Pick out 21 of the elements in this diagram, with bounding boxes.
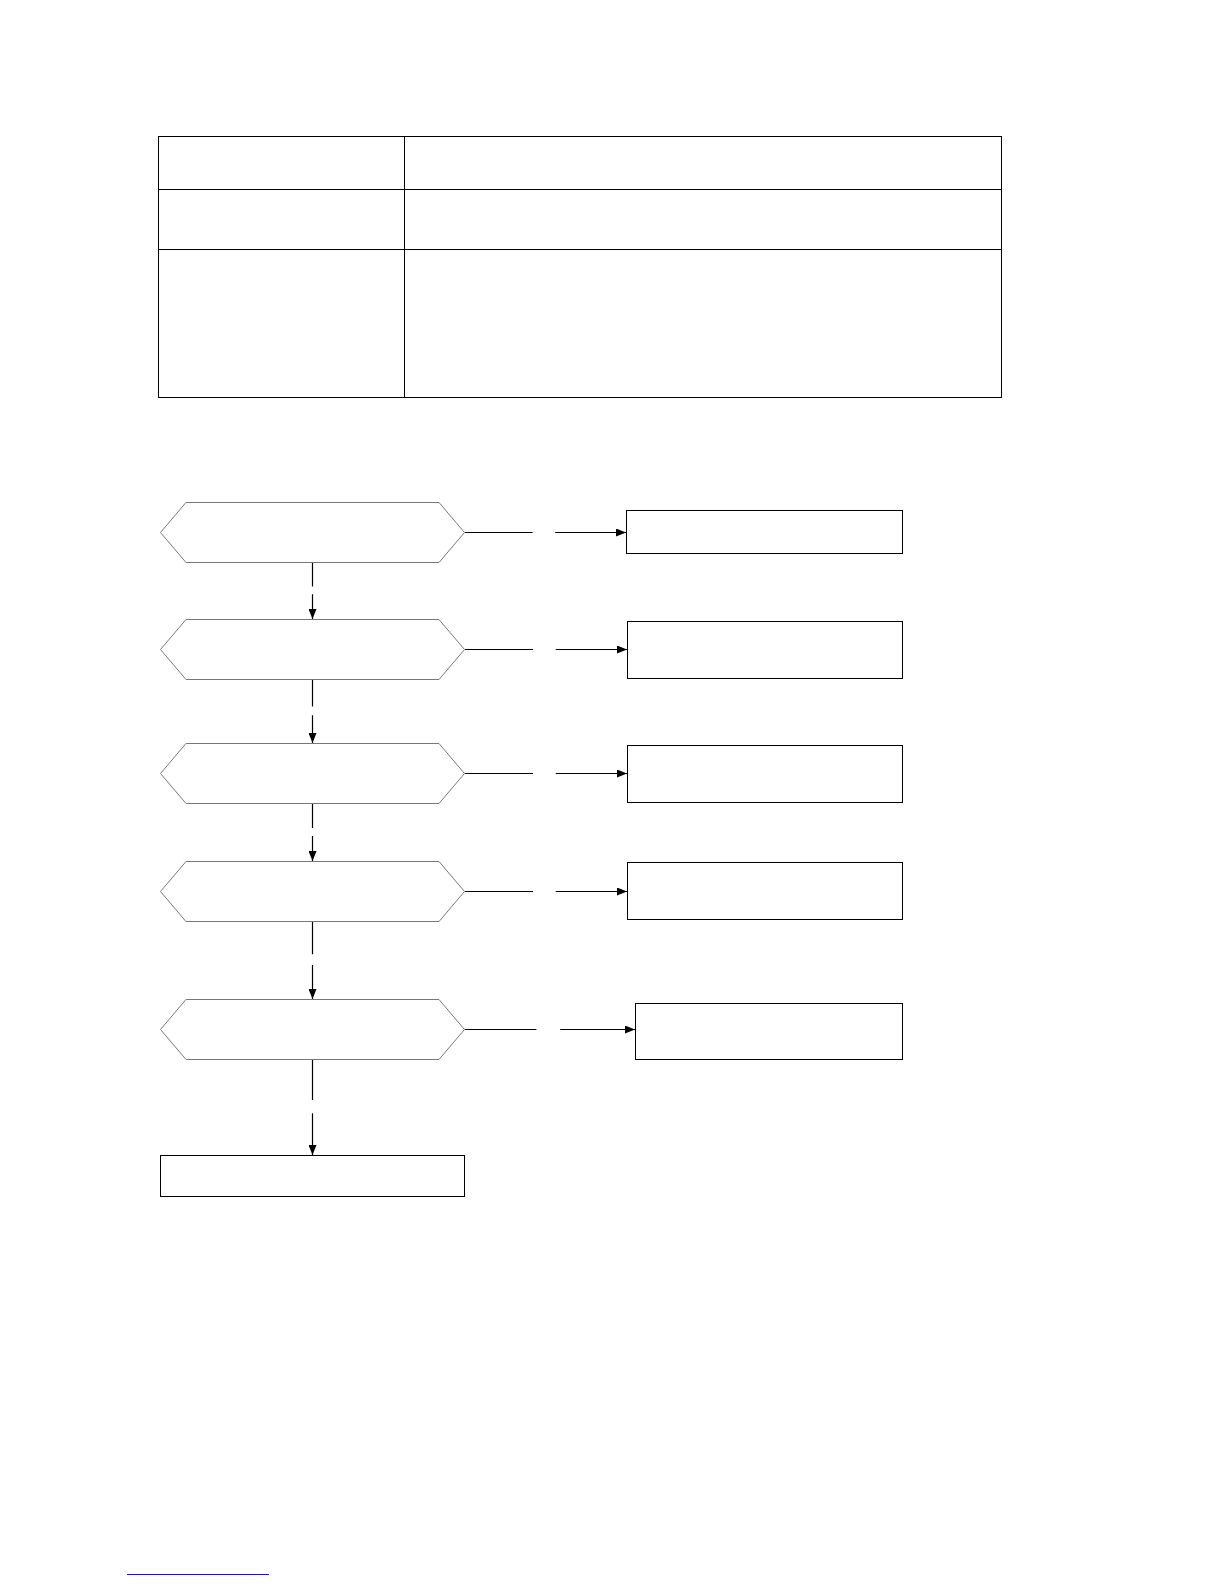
- arrow: [464, 769, 628, 778]
- arrow: [308, 679, 317, 744]
- arrow: [308, 1059, 317, 1156]
- decision-hexagon: [160, 743, 465, 804]
- process-box: [626, 510, 903, 554]
- arrow: [464, 528, 627, 537]
- process-box: [627, 621, 903, 679]
- decision-hexagon: [160, 502, 465, 563]
- process-box: [627, 862, 903, 920]
- arrow: [464, 887, 628, 896]
- decision-hexagon: [160, 619, 465, 680]
- arrow: [308, 803, 317, 862]
- arrow: [308, 562, 317, 620]
- process-box: [635, 1003, 903, 1060]
- arrow: [464, 645, 628, 654]
- arrow: [464, 1025, 636, 1034]
- decision-hexagon: [160, 999, 465, 1060]
- process-box: [160, 1155, 465, 1197]
- decision-hexagon: [160, 861, 465, 922]
- process-box: [627, 745, 903, 803]
- arrow: [308, 921, 317, 1000]
